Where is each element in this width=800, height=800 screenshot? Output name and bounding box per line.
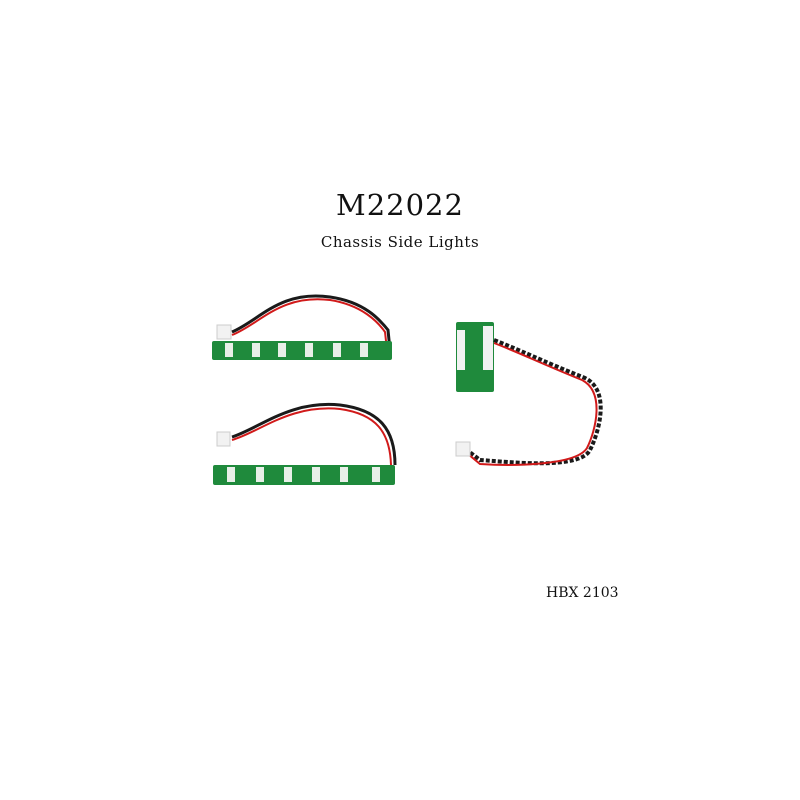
product-name: Chassis Side Lights	[320, 233, 480, 251]
part-number: M22022	[336, 188, 464, 222]
light-bar-bottom	[213, 402, 397, 485]
light-bar-top	[212, 294, 392, 360]
model-label: HBX 2103	[546, 585, 619, 601]
controller-board	[455, 322, 603, 466]
product-photo	[212, 294, 603, 485]
